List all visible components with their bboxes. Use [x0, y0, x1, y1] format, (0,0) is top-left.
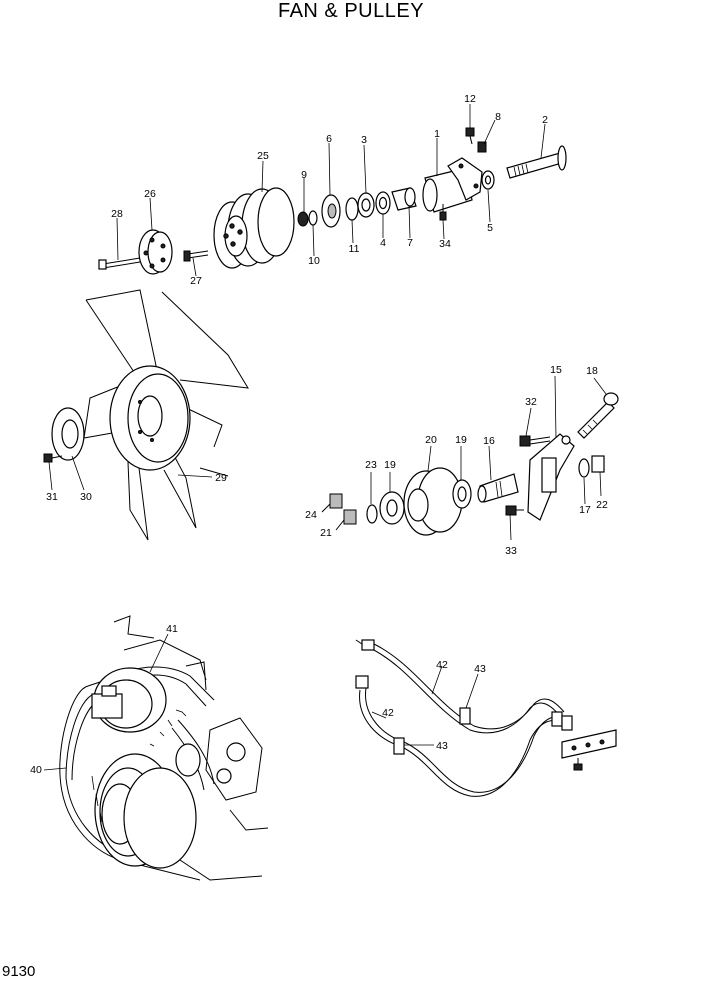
- clamp-part-43a: [459, 707, 471, 725]
- housing-part-1: [422, 157, 483, 213]
- bolt-part-12: [465, 127, 475, 145]
- engine-belt-assembly: [59, 615, 269, 881]
- fitting-part-21: [335, 509, 357, 531]
- callout-19a: 19: [384, 459, 396, 471]
- callout-33: 33: [505, 545, 517, 557]
- bearing-part-3: [357, 192, 375, 218]
- flange-part-6: [321, 194, 341, 228]
- fan-part-29: [83, 289, 249, 541]
- bracket-part-15: [527, 433, 575, 521]
- leader-lines-hose: [371, 665, 479, 746]
- clamp-part-43b: [393, 737, 405, 755]
- callout-30: 30: [80, 491, 92, 503]
- callout-41: 41: [166, 623, 178, 635]
- callout-28: 28: [111, 208, 123, 220]
- callout-29: 29: [215, 472, 227, 484]
- callout-8: 8: [495, 111, 501, 123]
- callout-16: 16: [483, 435, 495, 447]
- callout-9: 9: [301, 169, 307, 181]
- callout-5: 5: [487, 222, 493, 234]
- bolt-part-32: [519, 435, 551, 447]
- callout-4: 4: [380, 237, 386, 249]
- washer-part-10: [308, 210, 318, 226]
- nut-part-9: [297, 211, 309, 227]
- callout-42a: 42: [436, 659, 448, 671]
- callout-17: 17: [579, 504, 591, 516]
- bolt-part-33: [505, 505, 524, 516]
- shaft-part-2: [506, 145, 567, 179]
- callout-1: 1: [434, 128, 440, 140]
- idler-pulley-part-20: [403, 467, 463, 536]
- nut-part-22: [591, 455, 605, 473]
- bolt-part-31: [43, 453, 63, 463]
- callout-10: 10: [308, 255, 320, 267]
- page-number: 9130: [2, 963, 36, 980]
- callout-11: 11: [349, 243, 360, 255]
- callout-20: 20: [425, 434, 437, 446]
- washer-part-5: [481, 170, 495, 190]
- callout-43a: 43: [474, 663, 486, 675]
- callout-34: 34: [439, 238, 451, 250]
- callout-labels: 1 2 3 4 5 6 7 8 9 10 11 12 25 26 27 28 3…: [30, 93, 608, 776]
- leader-lines-idler: [370, 375, 607, 541]
- bearing-part-19a: [379, 491, 405, 525]
- bearing-part-4: [375, 191, 391, 215]
- leader-lines-top: [116, 104, 546, 277]
- hose-part-42-upper: [355, 639, 565, 734]
- bolt-part-28: [98, 257, 141, 270]
- callout-2: 2: [542, 114, 548, 126]
- callout-26: 26: [144, 188, 156, 200]
- callout-31: 31: [46, 491, 58, 503]
- page-title: FAN & PULLEY: [277, 0, 425, 22]
- shaft-part-16: [477, 473, 519, 503]
- callout-12: 12: [464, 93, 476, 105]
- callout-3: 3: [361, 134, 367, 146]
- spacer-ring-part-30: [51, 407, 85, 461]
- bearing-part-19b: [452, 479, 472, 509]
- adjust-bolt-part-18: [577, 392, 619, 439]
- callout-43b: 43: [436, 740, 448, 752]
- callout-40: 40: [30, 764, 42, 776]
- pulley-part-25: [213, 187, 295, 269]
- callout-7: 7: [407, 237, 413, 249]
- callout-32: 32: [525, 396, 537, 408]
- callout-15: 15: [550, 364, 562, 376]
- hub-part-26: [138, 229, 173, 275]
- leader-lines-fan: [48, 455, 213, 491]
- callout-6: 6: [326, 133, 332, 145]
- washer-part-17: [578, 458, 590, 478]
- callout-22: 22: [596, 499, 608, 511]
- hose-part-42-lower: [355, 675, 571, 797]
- fitting-part-24: [321, 493, 343, 513]
- snap-ring-part-23: [366, 504, 378, 524]
- callout-42b: 42: [382, 707, 394, 719]
- callout-21: 21: [320, 527, 332, 539]
- callout-19b: 19: [455, 434, 467, 446]
- callout-27: 27: [190, 275, 202, 287]
- bolt-part-27: [183, 250, 209, 262]
- snap-ring-part-11: [345, 197, 359, 221]
- nut-part-8: [477, 141, 487, 153]
- callout-23: 23: [365, 459, 377, 471]
- callout-18: 18: [586, 365, 598, 377]
- callout-25: 25: [257, 150, 269, 162]
- callout-24: 24: [305, 509, 317, 521]
- spacer-part-7: [391, 187, 417, 211]
- manifold-block: [551, 711, 617, 771]
- leader-lines-engine: [43, 633, 169, 771]
